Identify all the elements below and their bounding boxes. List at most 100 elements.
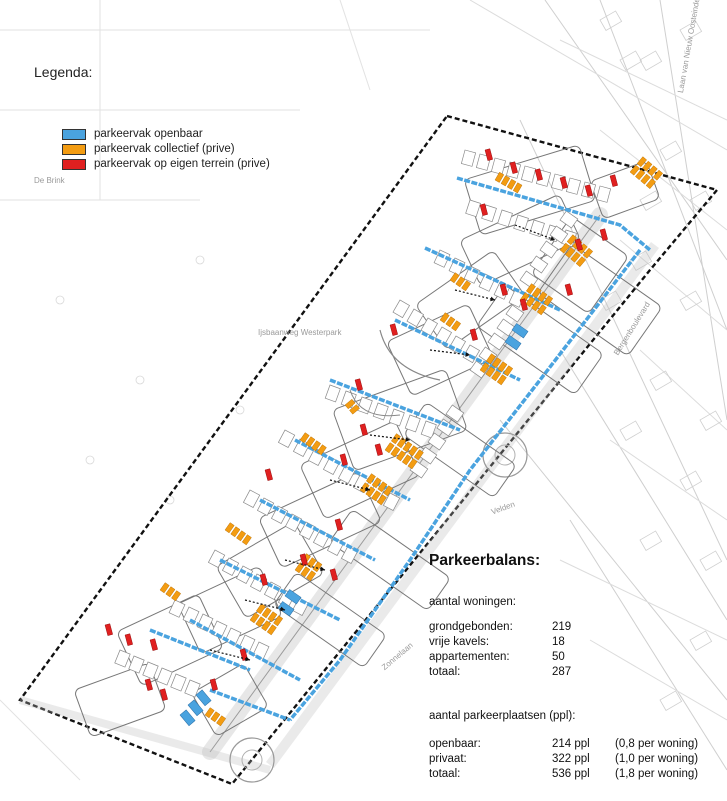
parking-collective — [256, 603, 266, 615]
walking-arrow-head — [320, 566, 325, 572]
parking-collective — [305, 436, 316, 448]
house — [284, 513, 303, 532]
background-house — [649, 370, 673, 391]
parking-collective — [531, 287, 542, 299]
house — [382, 492, 401, 511]
building-block — [75, 664, 165, 736]
house — [529, 219, 545, 238]
ppl-value: 322 ppl — [552, 753, 590, 765]
parking-private-spot — [584, 184, 593, 197]
parking-private-spot — [104, 623, 113, 636]
parking-private-spot — [484, 148, 493, 161]
parking-collective — [536, 304, 547, 316]
parking-collective — [261, 620, 272, 632]
ppl-note: (1,0 per woning) — [615, 753, 699, 765]
parking-collective — [503, 365, 514, 377]
house — [114, 649, 131, 668]
parking-collective — [647, 165, 658, 177]
walking-arrow-head — [550, 236, 555, 241]
background-house — [619, 50, 643, 71]
house — [529, 255, 549, 274]
woningen-header: aantal woningen: — [429, 596, 516, 608]
house — [242, 489, 261, 508]
parking-collective — [376, 494, 387, 506]
parking-collective — [491, 370, 502, 382]
background-house — [699, 550, 723, 571]
parking-public-spot — [179, 709, 196, 727]
house — [513, 214, 529, 233]
parking-collective — [543, 295, 554, 307]
walking-arrow — [454, 289, 496, 301]
house — [156, 667, 173, 686]
parking-private-spot — [609, 174, 618, 187]
parking-collective — [566, 234, 577, 246]
house — [142, 661, 159, 680]
parking-collective — [559, 242, 570, 254]
parking-collective — [491, 357, 502, 369]
background-road — [639, 349, 727, 431]
house — [170, 673, 187, 692]
parking-collective — [241, 534, 252, 546]
house — [392, 299, 411, 319]
walking-arrow-head — [280, 606, 285, 612]
parking-collective — [165, 586, 176, 598]
parking-collective — [642, 160, 653, 172]
roundabout-center — [241, 749, 263, 771]
parking-collective — [496, 374, 507, 386]
parking-collective — [449, 272, 460, 284]
background-house — [619, 420, 643, 441]
walking-arrow-head — [465, 352, 470, 357]
parking-private-spot — [564, 283, 573, 296]
map-label-park: Ijsbaanweg Westerpark — [258, 328, 342, 337]
ppl-total-value: 536 ppl — [552, 768, 590, 780]
background-house — [689, 630, 713, 651]
background-road — [609, 439, 727, 521]
parking-public — [329, 378, 461, 432]
parking-collective — [413, 449, 424, 461]
ppl-total-label: totaal: — [429, 768, 461, 780]
building-block — [193, 665, 267, 735]
parking-collective — [267, 611, 278, 623]
house — [128, 655, 145, 674]
parking-private-spot — [509, 161, 518, 174]
parking-collective — [171, 590, 182, 602]
parking-collective — [366, 473, 376, 485]
parking-private-spot — [149, 638, 158, 651]
background-house — [599, 10, 623, 31]
parking-collective — [445, 316, 456, 328]
parking-collective — [402, 441, 413, 453]
house — [433, 249, 451, 268]
parking-collective — [451, 320, 462, 332]
house — [168, 599, 186, 618]
parking-public-spot — [504, 335, 522, 351]
parking-public — [424, 246, 561, 312]
parking-collective — [396, 450, 407, 462]
background-road — [499, 419, 727, 701]
parking-collective — [537, 291, 548, 303]
park-path — [379, 329, 441, 381]
house — [324, 384, 341, 403]
walking-arrow — [329, 479, 371, 491]
background-tree — [85, 455, 95, 465]
parking-collective — [401, 454, 412, 466]
background-house — [699, 410, 723, 431]
parking-public-spot — [284, 589, 302, 605]
walking-arrow — [244, 599, 286, 611]
background-house — [599, 290, 623, 311]
parking-collective — [407, 458, 418, 470]
parking-collective — [384, 442, 395, 454]
background-road — [559, 559, 727, 641]
parkeerbalans-title: Parkeerbalans: — [429, 552, 541, 569]
parking-collective — [461, 280, 472, 292]
woningen-label: grondgebonden: — [429, 621, 513, 633]
house — [256, 497, 275, 516]
parking-private-spot — [259, 573, 268, 586]
background-road — [469, 0, 727, 151]
walking-arrow — [369, 434, 411, 441]
house — [356, 396, 373, 415]
ppl-header: aantal parkeerplaatsen (ppl): — [429, 710, 576, 722]
parking-collective — [204, 707, 215, 719]
parking-private-spot — [124, 633, 133, 646]
house — [388, 408, 405, 427]
